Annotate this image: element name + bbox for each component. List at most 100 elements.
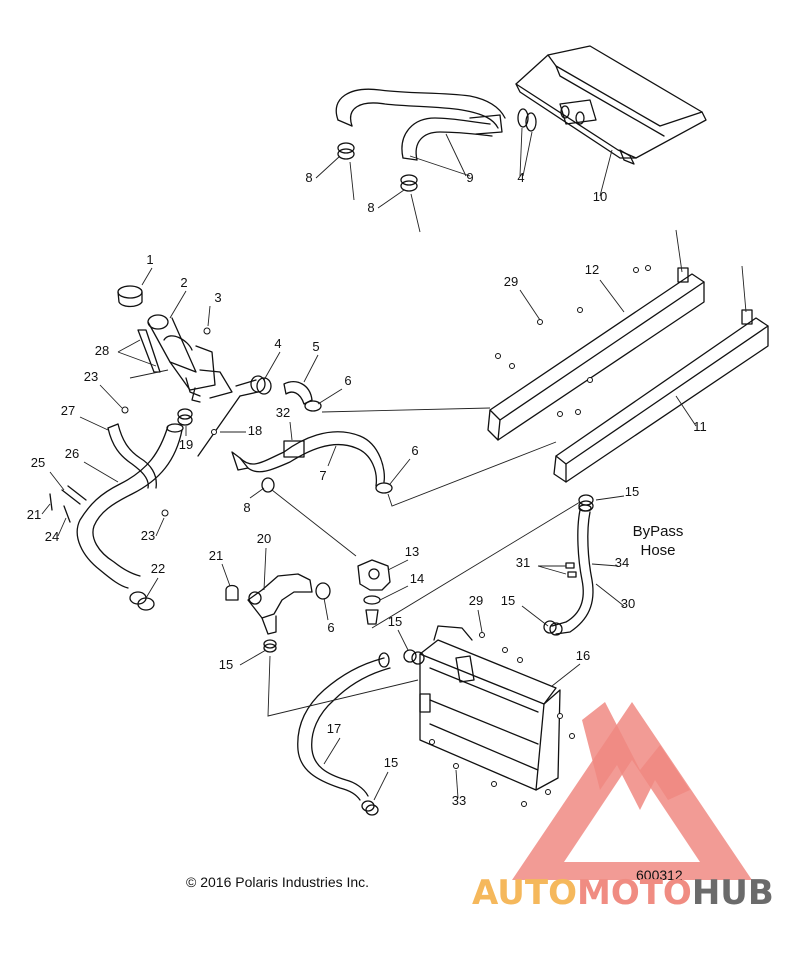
callout-14: 14 bbox=[410, 571, 424, 586]
watermark-part3: HUB bbox=[692, 873, 774, 913]
callout-4: 4 bbox=[274, 336, 281, 351]
bypass-label-line1: ByPass bbox=[633, 523, 684, 540]
callout-29: 29 bbox=[469, 593, 483, 608]
part-17-hose bbox=[297, 652, 391, 801]
callout-4: 4 bbox=[517, 170, 524, 185]
part-25-pins bbox=[61, 485, 87, 505]
part-15-clamp-a bbox=[263, 639, 277, 653]
callout-22: 22 bbox=[151, 561, 165, 576]
part-10-radiator-top bbox=[515, 45, 707, 165]
callout-13: 13 bbox=[405, 544, 419, 559]
callout-29: 29 bbox=[504, 274, 518, 289]
copyright-text: © 2016 Polaris Industries Inc. bbox=[186, 874, 369, 890]
callout-33: 33 bbox=[452, 793, 466, 808]
part-21-pin bbox=[49, 493, 53, 511]
callout-9: 9 bbox=[466, 170, 473, 185]
part-22-clamp bbox=[129, 591, 155, 611]
callout-6: 6 bbox=[344, 373, 351, 388]
part-16-radiator bbox=[419, 625, 561, 791]
callout-7: 7 bbox=[319, 468, 326, 483]
leader-lines bbox=[41, 127, 747, 801]
callout-12: 12 bbox=[585, 262, 599, 277]
callout-6: 6 bbox=[327, 620, 334, 635]
part-5-hose bbox=[235, 379, 313, 405]
part-18-rod bbox=[197, 395, 241, 457]
callout-16: 16 bbox=[576, 648, 590, 663]
part-33-fasteners bbox=[429, 632, 575, 807]
callout-15: 15 bbox=[501, 593, 515, 608]
part-15-clamp-c bbox=[403, 649, 425, 665]
bypass-label-line2: Hose bbox=[640, 542, 675, 559]
part-6-clamp-b bbox=[375, 482, 393, 494]
part-11-rail bbox=[553, 309, 769, 483]
callout-34: 34 bbox=[615, 555, 629, 570]
part-6-clamp-c bbox=[315, 582, 331, 600]
part-15-clamp-b bbox=[361, 800, 379, 816]
callout-8: 8 bbox=[243, 500, 250, 515]
callout-18: 18 bbox=[248, 423, 262, 438]
callout-19: 19 bbox=[179, 437, 193, 452]
part-4-clamp bbox=[250, 375, 272, 395]
part-13-housing bbox=[357, 559, 391, 591]
watermark-part2: MOTO bbox=[577, 873, 692, 913]
callout-10: 10 bbox=[593, 189, 607, 204]
part-14-gasket bbox=[363, 595, 381, 625]
callout-17: 17 bbox=[327, 721, 341, 736]
callout-23: 23 bbox=[141, 528, 155, 543]
callout-21: 21 bbox=[209, 548, 223, 563]
part-8-clamp-b bbox=[400, 174, 418, 192]
part-26-hose bbox=[76, 423, 184, 589]
callout-5: 5 bbox=[312, 339, 319, 354]
part-20-tstat-housing bbox=[247, 573, 313, 635]
figure-number: 600312 bbox=[636, 867, 683, 883]
part-23-fasteners bbox=[121, 406, 169, 517]
part-12-rail bbox=[487, 267, 705, 441]
callout-15: 15 bbox=[625, 484, 639, 499]
watermark-part1: AUTO bbox=[472, 873, 577, 913]
callout-8: 8 bbox=[305, 170, 312, 185]
part-21-pin-b bbox=[225, 584, 239, 601]
logo-stroke-mark bbox=[582, 702, 690, 810]
part-19-fitting bbox=[177, 408, 193, 426]
part-24-pin bbox=[63, 505, 71, 523]
callout-11: 11 bbox=[693, 419, 707, 434]
callout-15: 15 bbox=[219, 657, 233, 672]
callout-32: 32 bbox=[276, 405, 290, 420]
part-4-clamps-top bbox=[517, 108, 537, 132]
part-15-clamp-d bbox=[578, 494, 594, 512]
part-15-clamp-e bbox=[543, 620, 563, 636]
callout-28: 28 bbox=[95, 343, 109, 358]
callout-8: 8 bbox=[367, 200, 374, 215]
part-8-clamp-a bbox=[337, 142, 355, 160]
part-1-cap bbox=[117, 285, 143, 308]
callout-30: 30 bbox=[621, 596, 635, 611]
part-30-bypass-hose bbox=[551, 504, 594, 635]
part-27-hose bbox=[107, 423, 157, 489]
part-7-hose bbox=[231, 431, 386, 487]
callout-2: 2 bbox=[180, 275, 187, 290]
callout-6: 6 bbox=[411, 443, 418, 458]
rail-fasteners bbox=[495, 265, 651, 417]
callout-26: 26 bbox=[65, 446, 79, 461]
callout-3: 3 bbox=[214, 290, 221, 305]
part-3-bolt bbox=[203, 327, 211, 335]
part-31-clips bbox=[565, 562, 577, 578]
callout-1: 1 bbox=[146, 252, 153, 267]
callout-23: 23 bbox=[84, 369, 98, 384]
part-9-hose bbox=[335, 88, 506, 161]
callout-24: 24 bbox=[45, 529, 59, 544]
part-2-filler-neck bbox=[147, 314, 233, 403]
callout-31: 31 bbox=[516, 555, 530, 570]
watermark-text: AUTOMOTOHUB bbox=[472, 873, 774, 913]
callout-21: 21 bbox=[27, 507, 41, 522]
callout-15: 15 bbox=[384, 755, 398, 770]
part-6-clamp-a bbox=[304, 400, 322, 412]
part-32-bracket bbox=[283, 440, 305, 458]
callout-15: 15 bbox=[388, 614, 402, 629]
callout-20: 20 bbox=[257, 531, 271, 546]
part-8-clamp-c bbox=[261, 477, 275, 493]
watermark-logo-icon bbox=[512, 702, 752, 880]
